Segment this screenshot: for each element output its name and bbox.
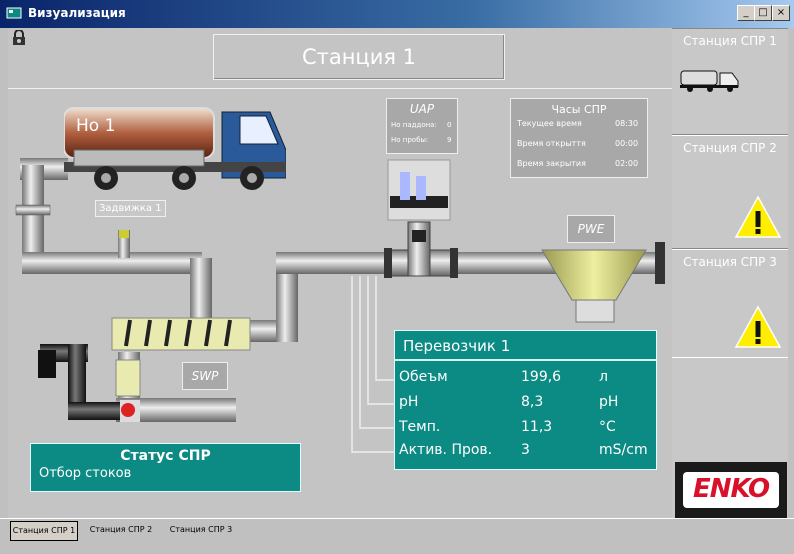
title-bar: Визуализация _ □ × xyxy=(0,0,794,28)
valve-label[interactable]: Задвижка 1 xyxy=(95,200,166,217)
pwe-label[interactable]: PWE xyxy=(567,215,615,243)
clock-title: Часы СПР xyxy=(551,103,607,116)
sidebar-item-station-1[interactable]: Станция СПР 1 xyxy=(672,28,788,136)
swp-label[interactable]: SWP xyxy=(182,362,228,390)
uap-row-value: 0 xyxy=(447,121,452,129)
carrier-value: 3 xyxy=(521,442,530,458)
carrier-label: Темп. xyxy=(399,419,441,435)
uap-row-label: Но пробы: xyxy=(391,136,429,144)
uap-box[interactable]: UAP Но паддона: 0 Но пробы: 9 xyxy=(386,98,458,154)
carrier-label: pH xyxy=(399,394,419,410)
lock-icon[interactable] xyxy=(12,30,26,46)
sidebar-item-label: Станция СПР 1 xyxy=(683,34,777,48)
carrier-unit: pH xyxy=(599,394,619,410)
tab-station-2[interactable]: Станция СПР 2 xyxy=(89,525,153,534)
carrier-value: 199,6 xyxy=(521,369,562,385)
tab-station-1[interactable]: Станция СПР 1 xyxy=(10,521,78,541)
logo-text: ENKO xyxy=(692,474,770,504)
sidebar xyxy=(672,28,788,518)
carrier-unit: °C xyxy=(599,419,616,435)
warning-icon xyxy=(734,305,782,348)
carrier-label: Актив. Пров. xyxy=(399,442,493,458)
clock-row-label: Время закрытия xyxy=(517,159,586,168)
uap-title: UAP xyxy=(409,102,435,116)
window-title: Визуализация xyxy=(28,6,126,20)
clock-row-label: Текущее время xyxy=(517,119,582,128)
carrier-unit: mS/cm xyxy=(599,442,648,458)
station-title: Станция 1 xyxy=(213,34,505,80)
sidebar-item-label: Станция СПР 3 xyxy=(683,255,777,269)
carrier-value: 11,3 xyxy=(521,419,553,435)
carrier-value: 8,3 xyxy=(521,394,544,410)
truck-icon xyxy=(680,70,739,92)
sidebar-item-station-2[interactable]: Станция СПР 2 xyxy=(672,134,788,250)
status-title: Статус СПР xyxy=(120,448,211,464)
sidebar-item-label: Станция СПР 2 xyxy=(683,141,777,155)
minimize-button[interactable]: _ xyxy=(737,5,755,21)
pipe-diagram xyxy=(15,158,665,453)
app-icon xyxy=(6,7,22,19)
clock-row-value: 02:00 xyxy=(615,159,639,168)
sidebar-item-station-3[interactable]: Станция СПР 3 xyxy=(672,248,788,358)
clock-row-value: 08:30 xyxy=(615,119,639,128)
tab-bar xyxy=(0,518,794,554)
truck-icon xyxy=(64,107,286,190)
status-value: Отбор стоков xyxy=(39,466,132,481)
divider xyxy=(8,88,672,89)
warning-icon xyxy=(734,195,782,238)
uap-row-value: 9 xyxy=(447,136,452,144)
close-button[interactable]: × xyxy=(772,5,790,21)
uap-row-label: Но паддона: xyxy=(391,121,437,129)
enko-logo: ENKO xyxy=(675,462,787,518)
clock-box: Часы СПР Текущее время 08:30 Время откры… xyxy=(510,98,648,178)
status-panel: Статус СПР Отбор стоков xyxy=(30,443,301,492)
tab-station-3[interactable]: Станция СПР 3 xyxy=(169,525,233,534)
truck-label: Но 1 xyxy=(76,116,116,136)
carrier-label: Обеъм xyxy=(399,369,448,385)
clock-row-value: 00:00 xyxy=(615,139,639,148)
carrier-title: Перевозчик 1 xyxy=(395,331,656,361)
carrier-unit: л xyxy=(599,369,608,385)
maximize-button[interactable]: □ xyxy=(754,5,772,21)
carrier-panel: Перевозчик 1 Обеъм 199,6 л pH 8,3 pH Тем… xyxy=(394,330,657,470)
clock-row-label: Время открыття xyxy=(517,139,586,148)
